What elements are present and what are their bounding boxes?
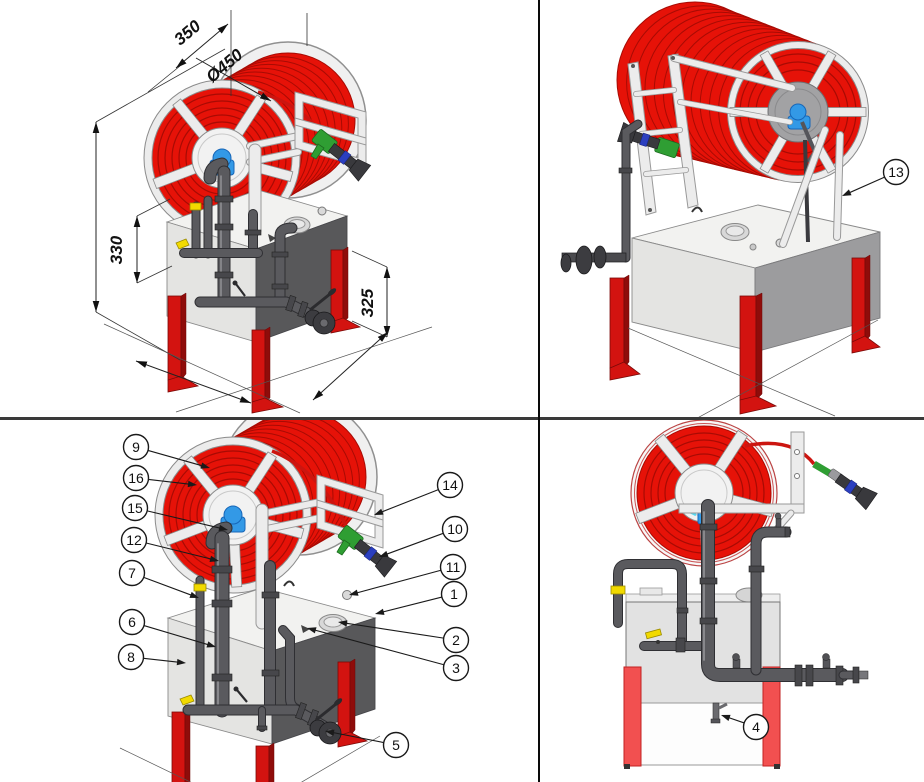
dim-leg-height: 325	[358, 288, 377, 317]
callout-balloon	[122, 464, 150, 492]
reel-frame-bracket	[258, 474, 384, 549]
callout-balloon	[382, 731, 410, 759]
callout-7: 7	[118, 559, 199, 598]
piping	[610, 499, 869, 687]
callout-balloon	[442, 654, 470, 682]
callout-number: 15	[127, 500, 143, 516]
callout-number: 5	[392, 737, 400, 753]
callout-balloon	[442, 626, 470, 654]
leader-arrow-icon	[187, 480, 197, 488]
leader-arrow-icon	[721, 714, 731, 721]
tank	[631, 204, 881, 353]
callout-8: 8	[117, 643, 186, 671]
callout-12: 12	[120, 526, 219, 562]
hose-reel-rear	[616, 1, 869, 183]
callout-balloon	[882, 158, 910, 186]
vent-hook	[691, 206, 703, 213]
callout-balloon	[439, 553, 467, 581]
leader-arrow-icon	[325, 729, 335, 736]
leader-arrow-icon	[375, 608, 385, 615]
callout-number: 7	[128, 565, 136, 581]
leader-arrow-icon	[218, 524, 228, 532]
leader-arrow-icon	[209, 555, 219, 562]
leader-arrow-icon	[307, 627, 317, 634]
callout-balloon	[440, 580, 468, 608]
callout-balloon	[118, 608, 146, 636]
callout-number: 2	[452, 632, 460, 648]
leader-arrow-icon	[349, 589, 359, 596]
suction-pipe	[560, 119, 643, 275]
spray-nozzle	[336, 524, 398, 578]
view-iso-dimensioned: 350 Ø450 330 325	[92, 10, 433, 414]
legs	[167, 246, 362, 414]
callout-number: 8	[127, 649, 135, 665]
callout-number: 10	[447, 521, 463, 537]
callout-balloon	[441, 515, 469, 543]
callout-1: 1	[375, 580, 468, 615]
view-front-elevation: 4	[610, 419, 878, 769]
callout-3: 3	[307, 627, 470, 682]
outlet-valve	[304, 288, 337, 335]
callout-number: 16	[128, 470, 144, 486]
callout-6: 6	[118, 608, 216, 648]
callout-5: 5	[325, 729, 410, 759]
callout-16: 16	[122, 464, 197, 492]
dim-reel-width: 350	[170, 16, 204, 49]
view-iso-rear: 13	[560, 1, 910, 417]
tank-fitting	[317, 206, 327, 216]
callout-14: 14	[374, 471, 464, 515]
callout-balloon	[118, 559, 146, 587]
leader-arrow-icon	[176, 658, 186, 666]
handwheel-valve	[560, 245, 627, 275]
callout-4: 4	[721, 713, 770, 741]
callout-balloon	[436, 471, 464, 499]
callout-number: 9	[132, 439, 140, 455]
callout-balloon	[121, 494, 149, 522]
callout-11: 11	[349, 553, 467, 596]
view-divider-vertical	[538, 0, 540, 782]
callout-9: 9	[122, 433, 210, 469]
callout-10: 10	[379, 515, 469, 557]
hose-run	[271, 449, 350, 531]
piping	[175, 157, 337, 335]
callout-balloon	[122, 433, 150, 461]
callout-number: 3	[452, 660, 460, 676]
callout-balloon	[117, 643, 145, 671]
reel-support-bars	[779, 126, 844, 248]
piping	[179, 521, 343, 745]
leader-arrow-icon	[200, 462, 210, 469]
leader-arrow-icon	[374, 508, 384, 515]
legs	[609, 254, 881, 415]
callout-number: 12	[126, 532, 142, 548]
leader-arrow-icon	[206, 641, 216, 648]
callout-15: 15	[121, 494, 228, 532]
legs	[623, 666, 781, 769]
callout-number: 6	[128, 614, 136, 630]
callout-number: 4	[752, 719, 760, 735]
callout-number: 14	[442, 477, 458, 493]
view-divider-horizontal	[0, 417, 924, 420]
vent-hook	[283, 580, 295, 587]
tank-plug	[301, 625, 310, 633]
leader-arrow-icon	[189, 591, 199, 598]
callout-13: 13	[842, 158, 910, 196]
dim-tank-height: 330	[107, 235, 126, 264]
tank-plug	[268, 234, 276, 242]
callout-balloon	[120, 526, 148, 554]
callout-2: 2	[338, 620, 470, 654]
drain-valve	[710, 702, 728, 724]
callout-number: 13	[888, 164, 904, 180]
hose-run	[744, 441, 816, 466]
callout-number: 11	[446, 559, 461, 575]
leader-arrow-icon	[338, 620, 348, 627]
callout-balloon	[742, 713, 770, 741]
leader-arrow-icon	[842, 189, 852, 196]
callout-number: 1	[450, 586, 458, 602]
leader-arrow-icon	[379, 550, 389, 557]
spray-nozzle	[827, 468, 878, 511]
